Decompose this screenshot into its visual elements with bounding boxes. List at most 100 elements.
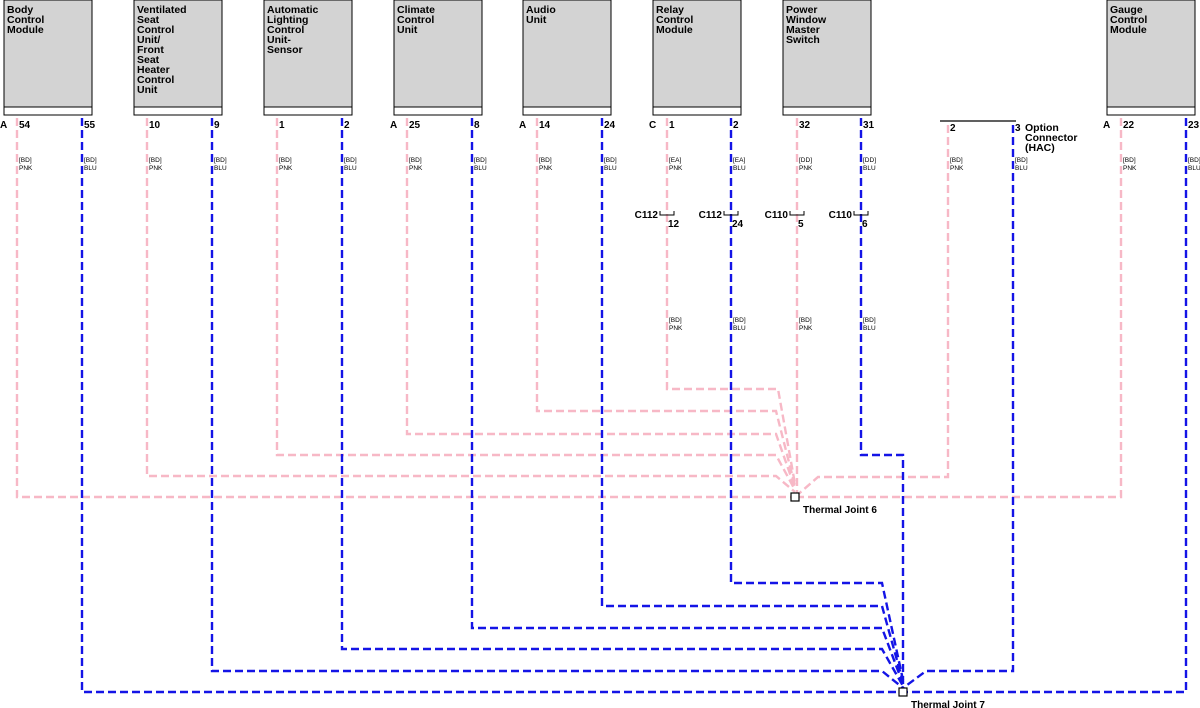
wire-label-code: [BD] xyxy=(1123,157,1136,164)
wire-pink-gcm xyxy=(795,118,1123,499)
inline-connector-name: C110 xyxy=(765,210,789,221)
wire-label-color: BLU xyxy=(733,165,746,172)
wire-label-blue-aud: [BD]BLU xyxy=(604,157,617,172)
wire-label-color: PNK xyxy=(279,165,293,172)
wire-label-code: [BD] xyxy=(539,157,552,164)
module-title-line: Unit xyxy=(137,84,158,96)
module-title-line: Master xyxy=(786,24,820,36)
connector-letter: A xyxy=(0,120,7,131)
module-title-line: Unit/ xyxy=(137,34,160,46)
wire-blue-ccu xyxy=(470,118,905,685)
wire-label-blue-gcm: [BD]BLU xyxy=(1188,157,1200,172)
pin-number: 1 xyxy=(669,120,675,131)
wire-label-color: PNK xyxy=(149,165,163,172)
wire-blue-vsc xyxy=(210,118,904,689)
wire-label-code: [BD] xyxy=(84,157,97,164)
module-title-line: Window xyxy=(786,14,827,26)
wire-label-color: BLU xyxy=(733,325,746,332)
pin-number: 24 xyxy=(604,120,616,131)
module-title-line: Unit xyxy=(397,24,418,36)
wire-label-blue-bcm: [BD]BLU xyxy=(84,157,97,172)
module-box xyxy=(1106,0,1196,108)
wire-label-code: [BD] xyxy=(19,157,32,164)
pin-number: 1 xyxy=(279,120,285,131)
module-title-line: Automatic xyxy=(267,4,318,16)
wire-label-code: [BD] xyxy=(344,157,357,164)
wire-label-code: [EA] xyxy=(733,157,745,164)
wire-label-color: BLU xyxy=(863,325,876,332)
module-title-line: Climate xyxy=(397,4,435,16)
module-title-line: Body xyxy=(7,4,33,16)
module-title-line: Unit- xyxy=(267,34,291,46)
option-connector-title-line: Option xyxy=(1025,122,1059,134)
wire-label-color: PNK xyxy=(409,165,423,172)
module-title-line: Control xyxy=(267,24,304,36)
wire-label-code: [BD] xyxy=(863,317,876,324)
inline-connector-name: C112 xyxy=(699,210,723,221)
inline-connector-pwm_blue: C110 6 xyxy=(829,210,869,230)
module-title-line: Switch xyxy=(786,34,820,46)
wire-blue-gcm xyxy=(903,118,1188,694)
pin-number: 2 xyxy=(344,120,350,131)
inline-connector-symbol xyxy=(789,211,805,216)
wire-label-color: PNK xyxy=(19,165,33,172)
inline-connector-symbol xyxy=(659,211,675,216)
connector-letter: C xyxy=(649,120,656,131)
module-title-line: Relay xyxy=(656,4,684,16)
wire-blue-pwm xyxy=(859,118,905,692)
module-box xyxy=(263,0,353,108)
option-connector-title-line: (HAC) xyxy=(1025,142,1055,154)
wire-pink-opt xyxy=(794,125,950,498)
wire-label-code: [BD] xyxy=(950,157,963,164)
connector-bracket xyxy=(652,107,742,116)
joint-marker xyxy=(898,687,908,697)
joint-label: Thermal Joint 7 xyxy=(911,700,985,708)
pin-number: 55 xyxy=(84,120,96,131)
wire-label-pink-aud: [BD]PNK xyxy=(539,157,553,172)
wire-blue-bcm xyxy=(80,118,903,694)
wire-label-blue-vsc: [BD]BLU xyxy=(214,157,227,172)
connector-bracket xyxy=(782,107,872,116)
pin-number: 23 xyxy=(1188,120,1200,131)
module-title-line: Control xyxy=(137,24,174,36)
thermal-joint-7: Thermal Joint 7 xyxy=(898,687,985,708)
inline-connector-pin: 6 xyxy=(862,219,868,230)
wire-label-color: BLU xyxy=(474,165,487,172)
wire-label-color: PNK xyxy=(799,165,813,172)
inline-connector-name: C110 xyxy=(829,210,853,221)
module-title-line: Control xyxy=(7,14,44,26)
pin-number: 25 xyxy=(409,120,421,131)
option-connector-title-line: Connector xyxy=(1025,132,1078,144)
wire-pink-bcm xyxy=(15,118,795,499)
pin-number: 2 xyxy=(950,123,956,134)
wire-label-color: PNK xyxy=(539,165,553,172)
wire-pink-ccu xyxy=(405,118,797,489)
joint-label: Thermal Joint 6 xyxy=(803,505,877,516)
pin-number: 9 xyxy=(214,120,220,131)
lower-wire-label-blue-pwm: [BD]BLU xyxy=(863,317,876,332)
pin-number: 3 xyxy=(1015,123,1021,134)
module-title-line: Gauge xyxy=(1110,4,1143,16)
module-title-line: Heater xyxy=(137,64,170,76)
pin-number: 10 xyxy=(149,120,161,131)
wire-label-code: [BD] xyxy=(474,157,487,164)
wire-pink-rcm xyxy=(665,118,797,485)
wire-blue-aud xyxy=(600,118,905,683)
wire-label-code: [BD] xyxy=(799,317,812,324)
wire-label-code: [BD] xyxy=(214,157,227,164)
inline-connector-name: C112 xyxy=(635,210,659,221)
pin-number: 22 xyxy=(1123,120,1135,131)
pin-number: 31 xyxy=(863,120,875,131)
wire-label-color: BLU xyxy=(1188,165,1200,172)
wire-label-code: [BD] xyxy=(1188,157,1200,164)
module-title-line: Power xyxy=(786,4,818,16)
module-title-line: Control xyxy=(397,14,434,26)
module-title-line: Seat xyxy=(137,54,160,66)
